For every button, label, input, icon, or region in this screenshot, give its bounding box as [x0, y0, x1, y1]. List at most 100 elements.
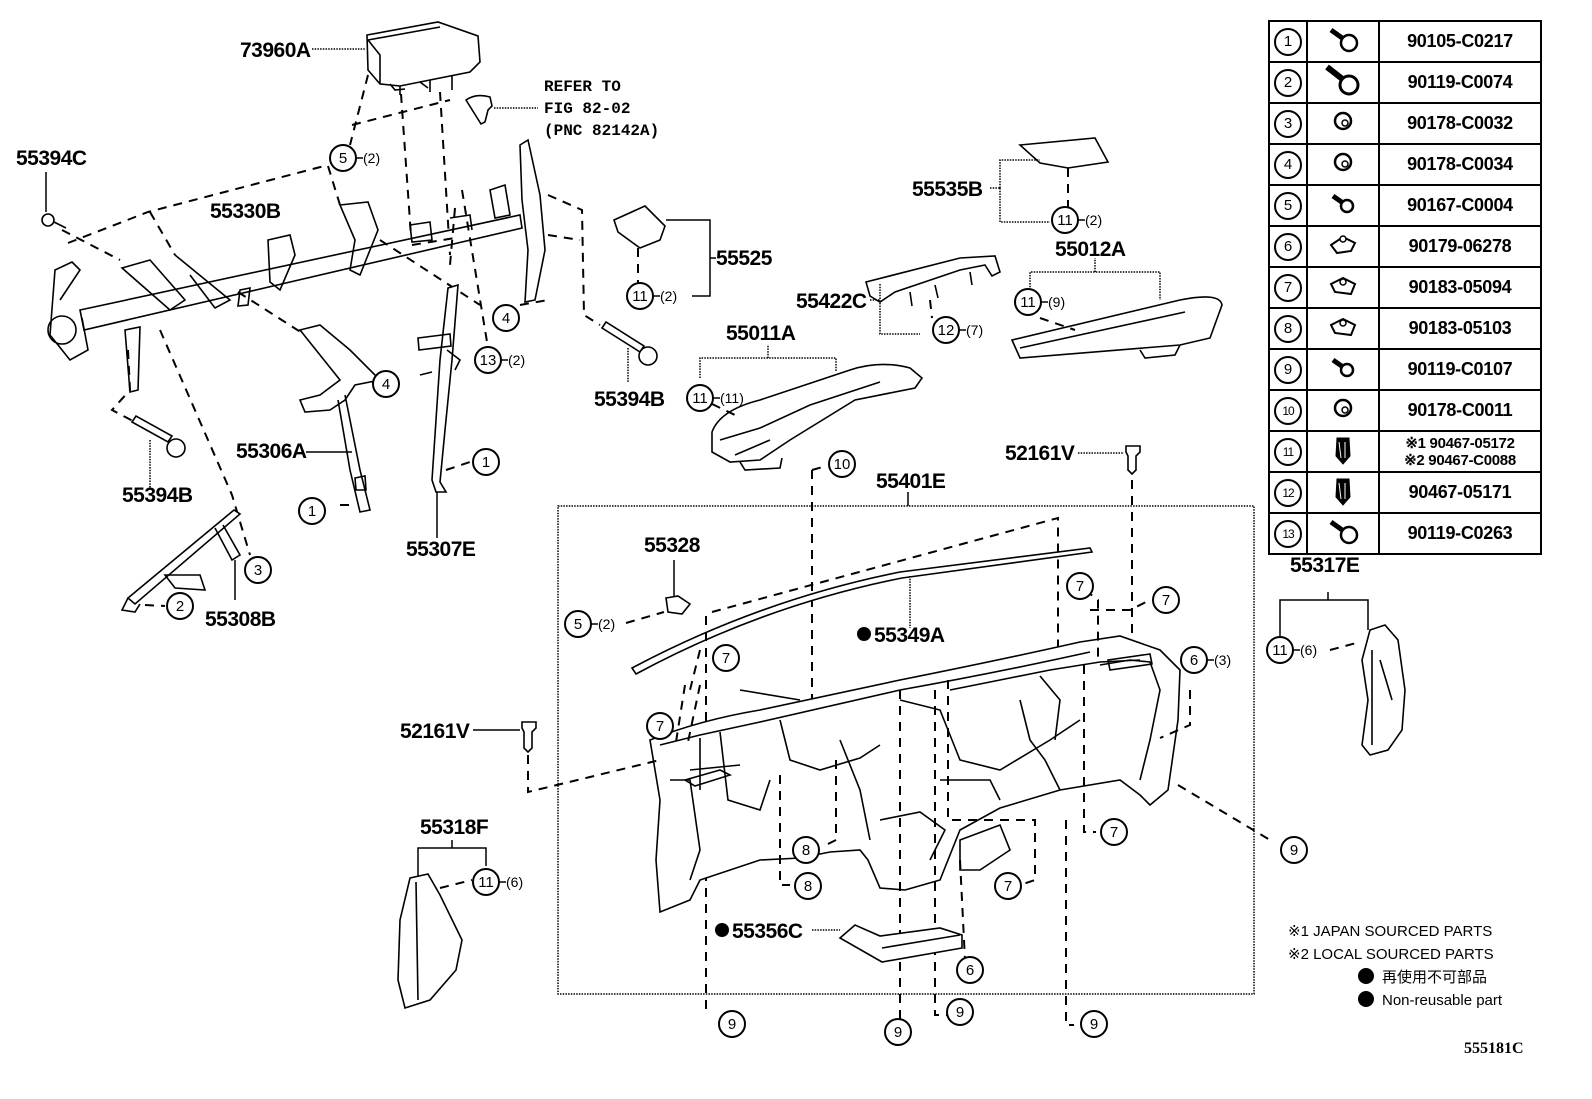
callout-circle: [712, 644, 740, 672]
part-label: 55394C: [16, 147, 87, 170]
callout-number: 11: [1057, 212, 1073, 229]
callout-9: 9: [718, 1010, 746, 1038]
cover-55525-drawing: [613, 205, 666, 249]
fastener-part-number: 90179-06278: [1408, 236, 1512, 256]
callout-number: 9: [1290, 842, 1298, 859]
callout-10: 10: [828, 450, 856, 478]
figure-code: 555181C: [1464, 1040, 1524, 1057]
callout-circle: [244, 556, 272, 584]
callout-7: 7: [1152, 586, 1180, 614]
fastener-number: 1: [1274, 27, 1302, 56]
callout-circle: [946, 998, 974, 1026]
fastener-row: 1 90105-C0217: [1268, 20, 1542, 63]
callout-5: 5(2): [329, 144, 380, 172]
callout-9: 9: [884, 1018, 912, 1046]
fastener-part-number: 90178-C0034: [1407, 154, 1513, 174]
callout-11: 11(2): [626, 282, 677, 310]
callout-quantity: (2): [598, 616, 615, 632]
legend: ※1 JAPAN SOURCED PARTS ※2 LOCAL SOURCED …: [1288, 920, 1548, 1012]
part-label: 55394B: [594, 388, 665, 411]
callout-circle: [794, 872, 822, 900]
callout-number: 11: [632, 288, 648, 305]
fastener-part-number: 90178-C0032: [1407, 113, 1513, 133]
brace-55306a-drawing: [298, 324, 382, 513]
callout-quantity: (3): [1214, 652, 1231, 668]
callout-quantity: (2): [1085, 212, 1102, 228]
clip-52161v-top-drawing: [1125, 445, 1141, 476]
callout-circle: [792, 836, 820, 864]
callout-11: 11(9): [1014, 288, 1065, 316]
callout-number: 9: [956, 1004, 964, 1021]
garnish-55422c-drawing: [865, 255, 1001, 307]
fastener-part-number: 90178-C0011: [1407, 400, 1513, 420]
part-label: 55011A: [726, 322, 796, 345]
callout-number: 1: [308, 503, 316, 520]
callout-circle: [166, 592, 194, 620]
bolt-55394b-left-drawing: [130, 414, 186, 458]
callout-number: 8: [802, 842, 810, 859]
part-label: 55308B: [205, 608, 276, 631]
callout-9: 9: [946, 998, 974, 1026]
legend-nonreusable-jp: 再使用不可部品: [1288, 966, 1548, 989]
part-label: 55525: [716, 247, 773, 270]
fastener-number: 7: [1274, 273, 1302, 302]
callout-circle: [372, 370, 400, 398]
fastener-number: 10: [1274, 396, 1302, 425]
non-reusable-dot: [857, 627, 871, 641]
callout-circle: [718, 1010, 746, 1038]
callout-number: 7: [722, 650, 730, 667]
callout-number: 7: [656, 718, 664, 735]
part-label: 55330B: [210, 200, 281, 223]
bolt-55394b-right-drawing: [600, 320, 658, 366]
fastener-part-number: 90183-05094: [1408, 277, 1512, 297]
callout-1: 1: [472, 448, 500, 476]
part-label: 55349A: [874, 624, 945, 647]
short-bolt-icon: [1331, 193, 1355, 214]
callout-number: 9: [894, 1024, 902, 1041]
callout-3: 3: [244, 556, 272, 584]
callout-13: 13(2): [474, 346, 525, 374]
callout-circle: [472, 448, 500, 476]
part-label: 52161V: [400, 720, 470, 743]
callout-number: 11: [1272, 642, 1288, 659]
callout-8: 8: [794, 872, 822, 900]
callout-number: 3: [254, 562, 262, 579]
nut-icon: [1333, 111, 1353, 131]
callout-number: 6: [966, 962, 974, 979]
fastener-number: 12: [1274, 478, 1302, 507]
callout-circle: [1280, 836, 1308, 864]
part-label: 55012A: [1055, 238, 1126, 261]
callout-quantity: (2): [508, 352, 525, 368]
callout-quantity: (6): [1300, 642, 1317, 658]
part-label: 55328: [644, 534, 701, 557]
fastener-part-number: 90105-C0217: [1407, 31, 1513, 51]
callout-number: 2: [176, 598, 184, 615]
callout-9: 9: [1080, 1010, 1108, 1038]
part-label: 55394B: [122, 484, 193, 507]
callout-11: 11 (2): [1051, 206, 1102, 234]
callout-number: 7: [1162, 592, 1170, 609]
callout-11: 11(11): [686, 384, 744, 412]
callout-number: 8: [804, 878, 812, 895]
part-label: 55356C: [732, 920, 803, 943]
reinforcement-beam-drawing: [47, 138, 546, 394]
part-label: 52161V: [1005, 442, 1075, 465]
fastener-number: 5: [1274, 191, 1302, 220]
part-label: 55535B: [912, 178, 983, 201]
fastener-row: 11※1 90467-05172※2 90467-C0088: [1268, 430, 1542, 473]
callout-number: 5: [339, 150, 347, 167]
callout-circle: [1066, 572, 1094, 600]
callout-number: 7: [1076, 578, 1084, 595]
callout-2: 2: [166, 592, 194, 620]
callout-quantity: (7): [966, 322, 983, 338]
fastener-number: 2: [1274, 68, 1302, 97]
short-bolt-icon: [1331, 357, 1355, 378]
instrument-panel-drawing: [649, 635, 1181, 914]
part-label: 55401E: [876, 470, 946, 493]
legend-nonreusable-en: Non-reusable part: [1288, 989, 1548, 1012]
